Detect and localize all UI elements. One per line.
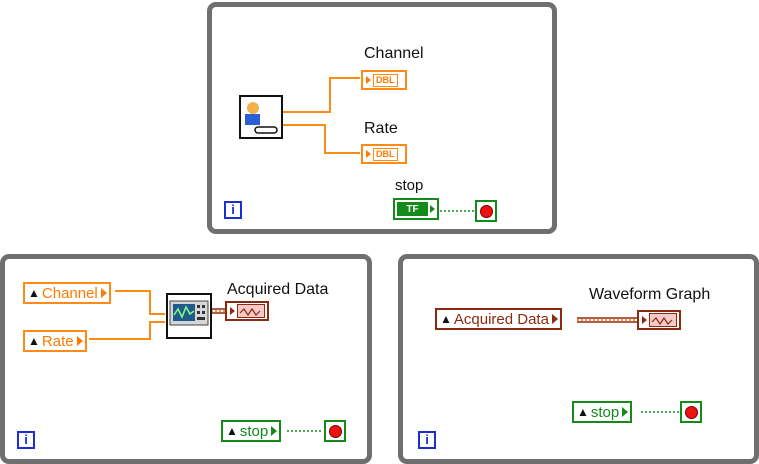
right-while-loop: ▲ Acquired Data Waveform Graph ▲ stop i <box>398 254 759 464</box>
iteration-terminal: i <box>17 431 35 449</box>
iteration-terminal: i <box>418 431 436 449</box>
stop-sign-icon <box>684 405 698 419</box>
acquired-data-local-variable[interactable]: ▲ Acquired Data <box>435 308 562 330</box>
dbl-type-label: DBL <box>373 147 398 161</box>
wire-rate-to-daq <box>89 321 165 340</box>
person-wrench-icon <box>245 102 278 134</box>
loop-condition-stop-terminal[interactable] <box>324 420 346 442</box>
home-icon: ▲ <box>577 405 589 419</box>
wire-to-rate <box>282 124 360 154</box>
waveform-graph-indicator[interactable] <box>637 310 681 330</box>
wire-channel-to-daq <box>115 290 165 315</box>
output-arrow-icon <box>622 407 629 417</box>
stop-local-variable-text: stop <box>590 403 620 421</box>
home-icon: ▲ <box>226 424 238 438</box>
channel-indicator[interactable]: DBL <box>361 70 407 90</box>
rate-indicator[interactable]: DBL <box>361 144 407 164</box>
stop-control-label: stop <box>395 177 424 194</box>
right-loop-wires <box>577 317 679 413</box>
home-icon: ▲ <box>28 334 40 348</box>
acquired-data-indicator[interactable] <box>225 301 269 321</box>
output-arrow-icon <box>430 205 435 213</box>
dbl-type-label: DBL <box>373 73 398 87</box>
waveform-graph-label: Waveform Graph <box>589 286 711 303</box>
output-arrow-icon <box>271 426 278 436</box>
wire-to-channel <box>282 77 360 113</box>
top-while-loop: Channel DBL Rate DBL stop TF i <box>207 2 557 234</box>
rate-local-variable-text: Rate <box>41 332 74 350</box>
left-while-loop: ▲ Channel ▲ Rate Acquired Data ▲ stop <box>0 254 372 464</box>
input-arrow-icon <box>366 150 371 158</box>
channel-indicator-label: Channel <box>364 45 424 62</box>
tf-type-label: TF <box>397 202 428 216</box>
waveform-type-icon <box>237 304 265 318</box>
stop-local-variable-text: stop <box>239 422 269 440</box>
rate-local-variable[interactable]: ▲ Rate <box>23 330 87 352</box>
input-arrow-icon <box>642 316 647 324</box>
rate-indicator-label: Rate <box>364 120 398 137</box>
stop-local-variable[interactable]: ▲ stop <box>572 401 633 423</box>
input-arrow-icon <box>366 76 371 84</box>
ui-control-subvi-icon[interactable] <box>239 95 283 139</box>
stop-sign-icon <box>479 204 493 218</box>
acquired-data-local-variable-text: Acquired Data <box>453 310 549 328</box>
home-icon: ▲ <box>28 286 40 300</box>
output-arrow-icon <box>100 288 107 298</box>
acquired-data-indicator-label: Acquired Data <box>227 281 329 298</box>
output-arrow-icon <box>76 336 83 346</box>
left-loop-wires <box>89 290 323 432</box>
channel-local-variable[interactable]: ▲ Channel <box>23 282 111 304</box>
home-icon: ▲ <box>440 312 452 326</box>
input-arrow-icon <box>230 307 235 315</box>
channel-local-variable-text: Channel <box>41 284 98 302</box>
oscilloscope-icon <box>169 300 209 326</box>
stop-sign-icon <box>328 424 342 438</box>
top-loop-wires <box>282 77 474 212</box>
daq-assistant-express-vi[interactable] <box>166 293 212 339</box>
output-arrow-icon <box>551 314 558 324</box>
stop-boolean-control[interactable]: TF <box>393 198 439 220</box>
loop-condition-stop-terminal[interactable] <box>680 401 702 423</box>
loop-condition-stop-terminal[interactable] <box>475 200 497 222</box>
waveform-type-icon <box>649 313 677 327</box>
stop-local-variable[interactable]: ▲ stop <box>221 420 282 442</box>
iteration-terminal: i <box>224 201 242 219</box>
